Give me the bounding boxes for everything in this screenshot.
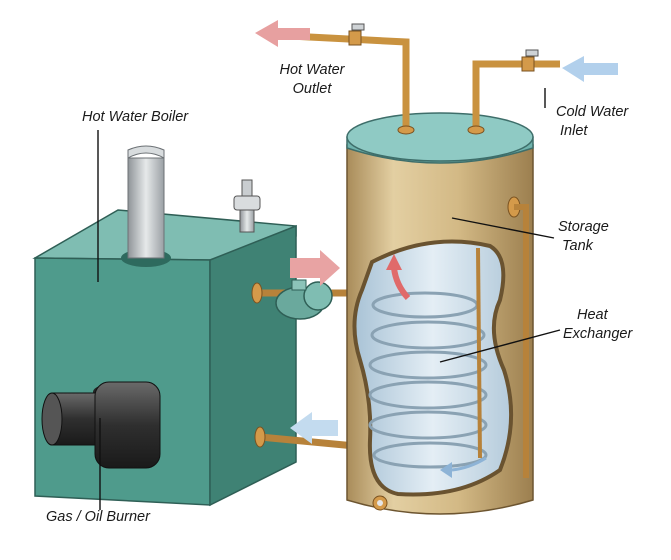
boiler-side-face <box>209 224 297 507</box>
hot-water-outlet-pipe <box>289 23 415 135</box>
hot-water-outlet-arrow <box>255 20 310 47</box>
warm-flow-arrow <box>391 267 411 301</box>
circulator-pump-icon <box>275 279 333 320</box>
leader-lines <box>97 88 561 510</box>
label-hot-water-outlet: Hot Water Outlet <box>279 62 345 97</box>
chimney <box>121 145 171 267</box>
label-storage-tank: Storage Tank <box>558 219 609 254</box>
label-cold-water-inlet: Cold Water Inlet <box>556 104 629 139</box>
label-hot-water-boiler: Hot Water Boiler <box>82 109 189 125</box>
relief-valve-icon <box>233 179 261 233</box>
gas-oil-burner <box>41 381 161 469</box>
cold-water-inlet-pipe <box>467 49 560 135</box>
label-gas-oil-burner: Gas / Oil Burner <box>46 509 150 525</box>
cold-water-inlet-arrow <box>562 56 618 82</box>
side-pipe <box>507 196 529 478</box>
cold-return-arrow <box>290 412 338 444</box>
water-cutaway <box>352 239 514 497</box>
drain-valve-icon <box>372 495 388 511</box>
heat-exchanger-coil <box>368 291 488 469</box>
hot-supply-arrow <box>290 250 340 286</box>
return-pipe <box>254 426 356 450</box>
cool-flow-arrow <box>451 456 487 472</box>
label-heat-exchanger: Heat Exchanger <box>563 307 633 342</box>
